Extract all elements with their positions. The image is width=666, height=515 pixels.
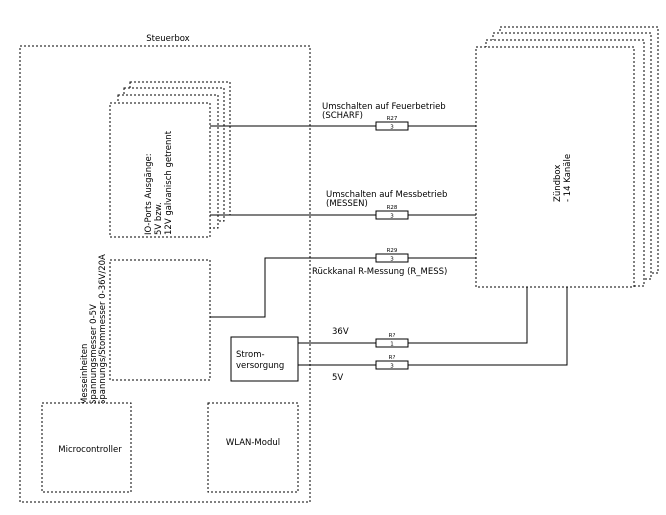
stromversorgung-box [230,336,299,382]
resistor-r28-value: 3 [390,214,394,220]
connection-scharf: Umschalten auf Feuerbetrieb (SCHARF) R27… [210,102,476,131]
resistor-5v-value: 3 [390,364,394,370]
zuendbox-front [475,46,635,288]
zuendbox-label-2: - 14 Kanäle [563,154,573,202]
resistor-r29-value: 3 [390,257,394,263]
connection-messen-label-2: (MESSEN) [326,199,368,209]
stromversorgung-label-1: Strom- [236,350,265,360]
messeinheiten-box [109,259,211,381]
messeinheiten-label-1: Messeinheiten [80,344,90,405]
connection-r-mess: Rückkanal R-Messung (R_MESS) R29 3 [210,248,476,318]
zuendbox-label-1: Zündbox [553,165,563,202]
messeinheiten-label-3: Spannungs/Stommesser 0-36V/20A [98,254,108,405]
resistor-36v-name: R? [389,333,396,339]
io-ports-block: IO-Ports Ausgänge: 5V bzw. 12V galvanisc… [109,81,231,238]
microcontroller-label: Microcontroller [58,445,122,455]
resistor-r27-value: 3 [390,125,394,131]
io-ports-label-3: 12V galvanisch getrennt [164,130,174,235]
io-ports-label-2: 5V bzw. [154,202,164,235]
resistor-r29-name: R29 [387,248,398,254]
connection-messen: Umschalten auf Messbetrieb (MESSEN) R28 … [210,190,476,220]
microcontroller-box [41,402,132,493]
messeinheiten-label-2: Spannungsmesser 0-5V [89,304,99,405]
connection-36v: 36V R? 1 [298,287,528,348]
zuendbox-block: Zündbox - 14 Kanäle [475,26,659,288]
connection-messen-label-1: Umschalten auf Messbetrieb [326,190,447,200]
io-ports-front [109,102,211,238]
steuerbox-title: Steuerbox [146,34,189,44]
resistor-r28-name: R28 [387,205,398,211]
connection-r-mess-label: Rückkanal R-Messung (R_MESS) [312,267,447,277]
connection-scharf-label-1: Umschalten auf Feuerbetrieb [322,102,446,112]
resistor-36v-value: 1 [390,342,394,348]
wlan-label: WLAN-Modul [226,438,280,448]
wlan-box [207,402,299,493]
io-ports-label-1: IO-Ports Ausgänge: [144,153,154,235]
connection-scharf-label-2: (SCHARF) [322,111,363,121]
connection-5v-label: 5V [332,373,343,383]
resistor-r27-name: R27 [387,116,398,122]
stromversorgung-label-2: versorgung [236,361,284,371]
connection-36v-label: 36V [332,327,349,337]
connection-5v: 5V R? 3 [298,287,568,383]
resistor-5v-name: R? [389,355,396,361]
